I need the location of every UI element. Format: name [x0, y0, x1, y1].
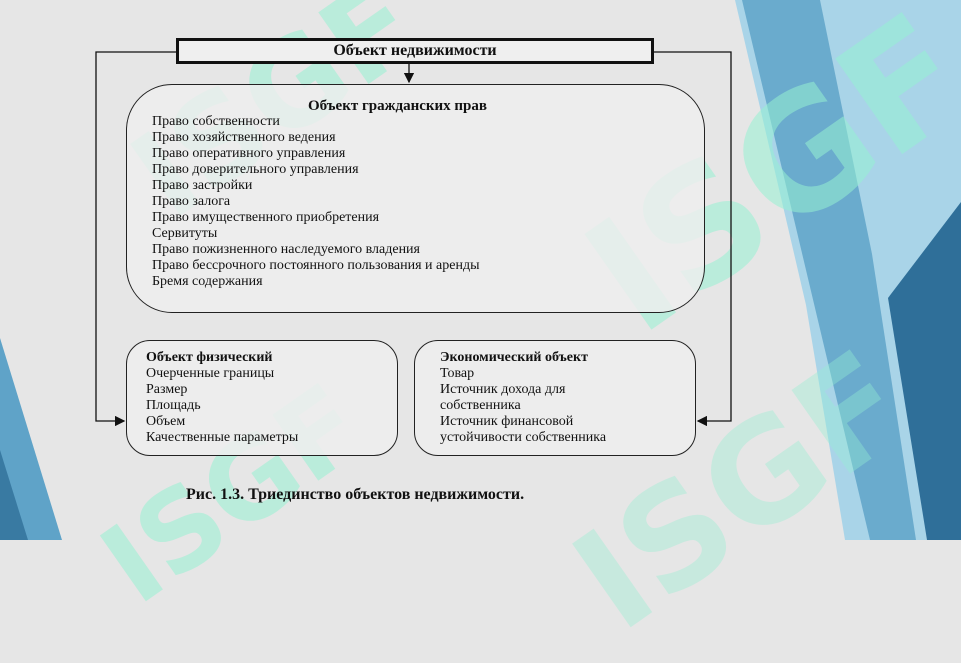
civil-right-item: Право застройки: [152, 178, 253, 193]
figure-caption: Рис. 1.3. Триединство объектов недвижимо…: [186, 486, 525, 503]
civil-right-item: Право имущественного приобретения: [152, 210, 380, 225]
physical-object-list: Очерченные границы Размер Площадь Объем …: [146, 366, 298, 446]
left-dark-blue-shape: [0, 450, 28, 540]
civil-rights-list: Право собственности Право хозяйственного…: [152, 114, 480, 290]
civil-right-item: Сервитуты: [152, 226, 218, 241]
economic-object-title: Экономический объект: [440, 350, 588, 365]
civil-right-item: Право собственности: [152, 114, 280, 129]
physical-object-title: Объект физический: [146, 350, 273, 365]
left-blue-shape: [0, 338, 62, 540]
physical-object-box: [126, 340, 398, 456]
civil-right-item: Право пожизненного наследуемого владения: [152, 242, 420, 257]
physical-object-item: Площадь: [146, 398, 201, 413]
civil-rights-object-box: [126, 84, 705, 313]
economic-object-item: Источник дохода для: [440, 382, 566, 397]
diagram-connectors: [95, 51, 732, 427]
civil-right-item: Право доверительного управления: [152, 162, 359, 177]
right-mid-blue-shape: [742, 0, 916, 540]
economic-object-box: [414, 340, 696, 456]
physical-object-item: Очерченные границы: [146, 366, 275, 381]
right-dark-blue-shape: [888, 202, 961, 540]
civil-right-item: Право бессрочного постоянного пользовани…: [152, 258, 480, 273]
real-estate-object-title: Объект недвижимости: [333, 42, 497, 59]
economic-object-list: Товар Источник дохода для собственника И…: [440, 366, 606, 446]
civil-rights-object-title: Объект гражданских прав: [308, 98, 487, 114]
civil-right-item: Право хозяйственного ведения: [152, 130, 336, 145]
physical-object-item: Размер: [146, 382, 188, 397]
economic-object-item: Источник финансовой: [440, 414, 574, 429]
real-estate-object-box: Объект недвижимости: [176, 38, 654, 64]
civil-right-item: Право залога: [152, 194, 231, 209]
right-connector-arrow: [654, 51, 732, 427]
civil-right-item: Бремя содержания: [152, 274, 263, 289]
civil-right-item: Право оперативного управления: [152, 146, 346, 161]
economic-object-item: Товар: [440, 366, 475, 381]
left-connector-arrow: [95, 51, 176, 427]
economic-object-item: собственника: [440, 398, 521, 413]
economic-object-item: устойчивости собственника: [440, 430, 607, 445]
physical-object-item: Объем: [146, 414, 186, 429]
physical-object-item: Качественные параметры: [146, 430, 299, 445]
